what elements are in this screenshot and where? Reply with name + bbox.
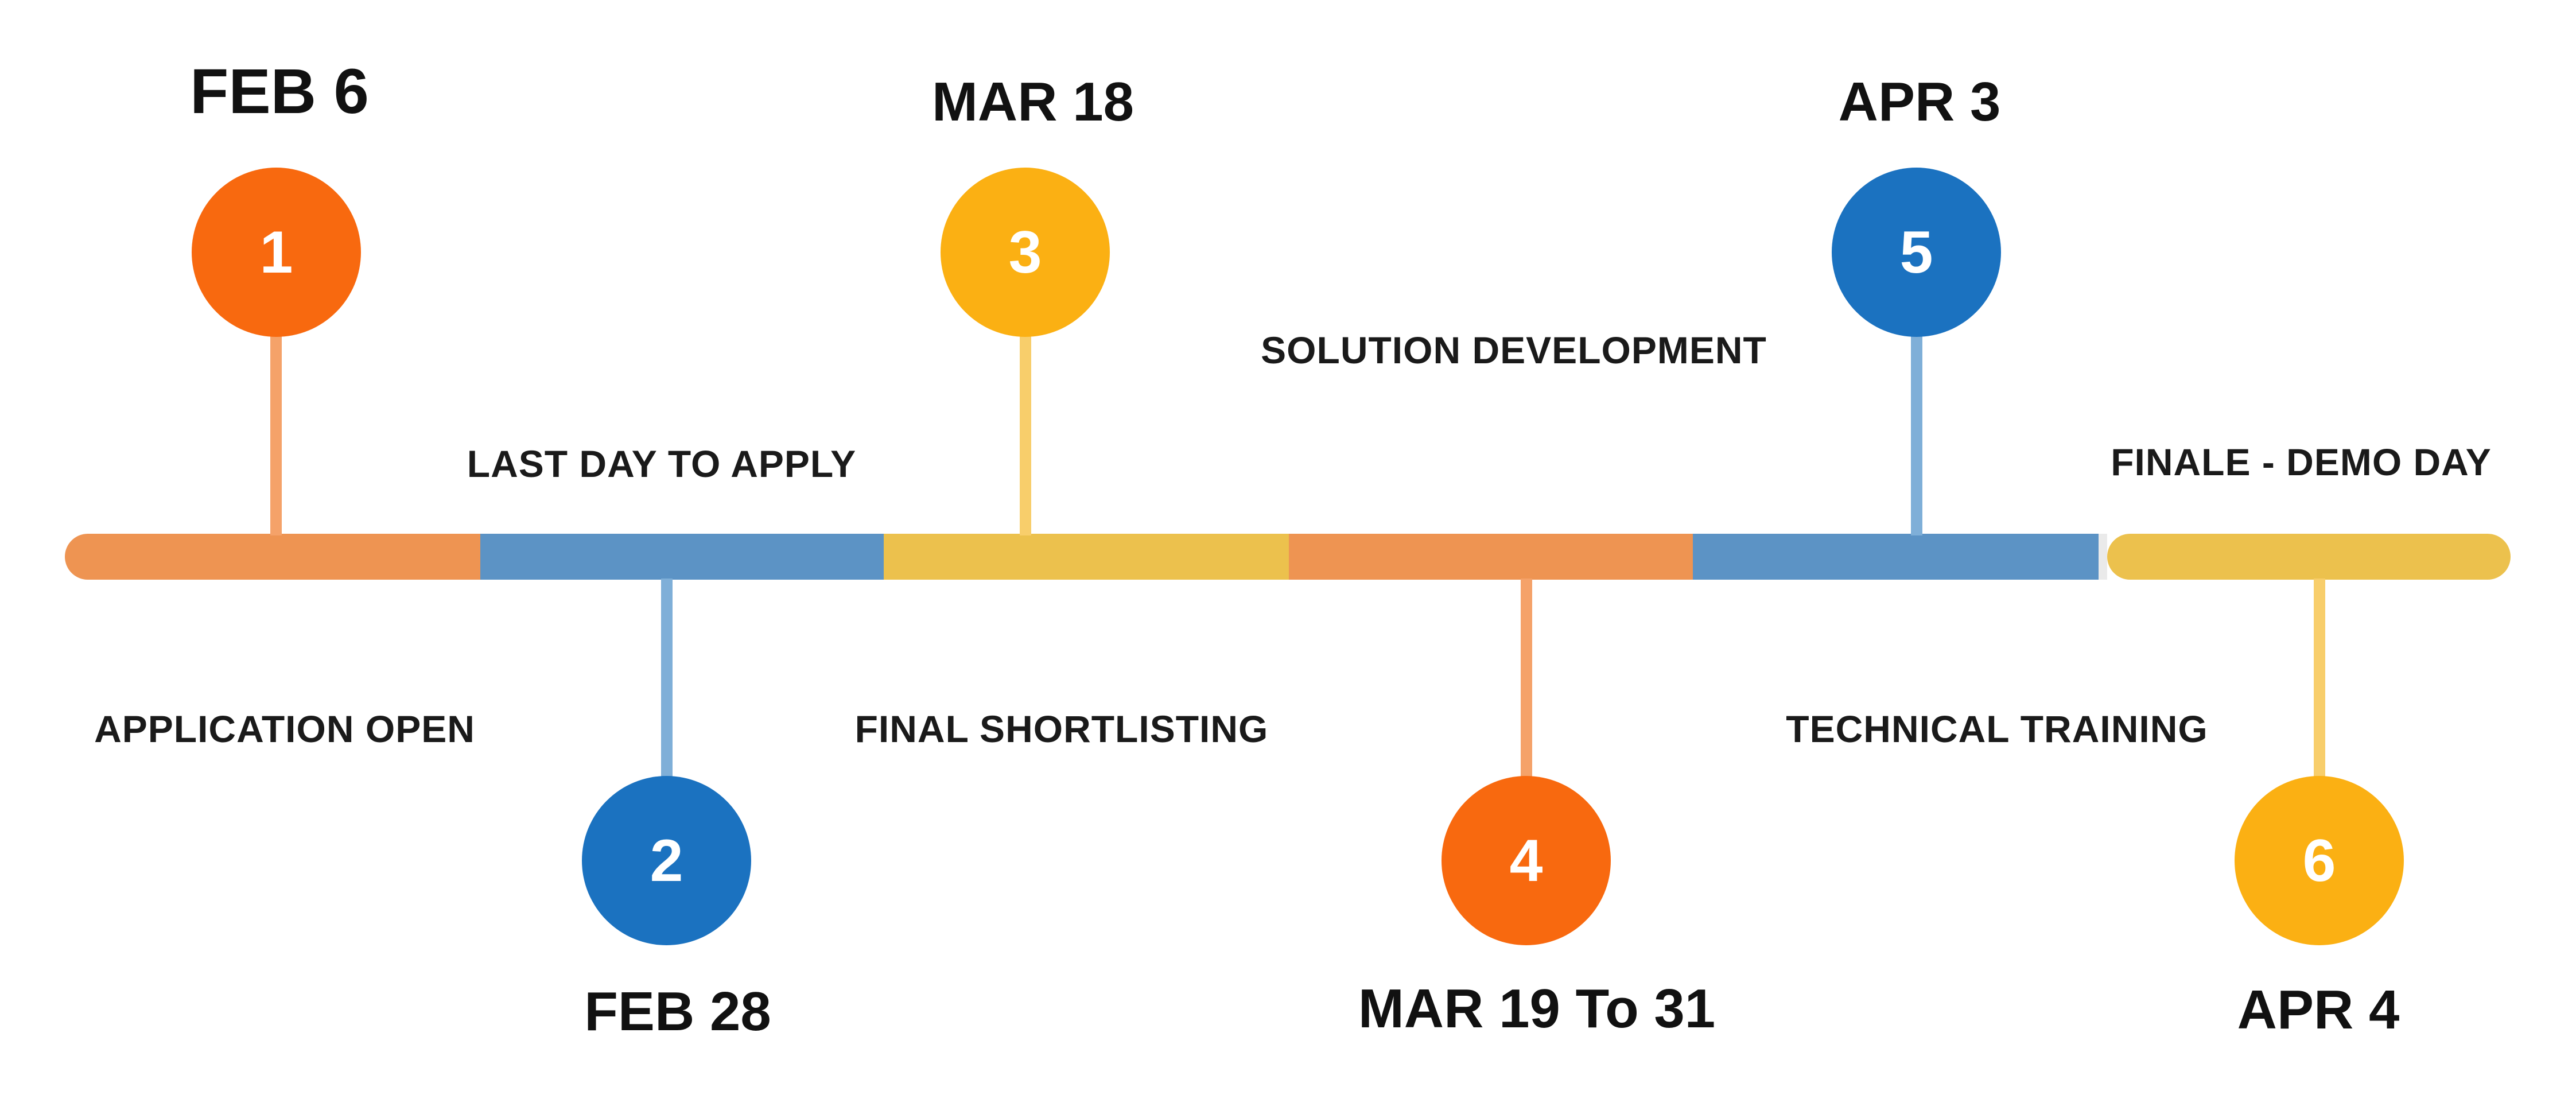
milestone-1-circle: 1 bbox=[192, 168, 361, 337]
milestone-4-circle: 4 bbox=[1442, 776, 1611, 945]
milestone-3-date: MAR 18 bbox=[931, 71, 1134, 133]
milestone-3-circle: 3 bbox=[941, 168, 1110, 337]
bar-segment-3 bbox=[884, 534, 1289, 580]
milestone-1-number: 1 bbox=[259, 219, 293, 286]
milestone-6-circle: 6 bbox=[2235, 776, 2404, 945]
milestone-4-number: 4 bbox=[1509, 827, 1543, 894]
milestone-5-label: TECHNICAL TRAINING bbox=[1786, 708, 2208, 750]
milestone-1-label: APPLICATION OPEN bbox=[94, 708, 475, 750]
milestone-6-label: FINALE - DEMO DAY bbox=[2111, 441, 2492, 483]
bar-segment-2 bbox=[480, 534, 884, 580]
bar-segment-5 bbox=[1693, 534, 2099, 580]
milestone-6-date: APR 4 bbox=[2237, 979, 2400, 1041]
milestone-5-number: 5 bbox=[1899, 219, 1933, 286]
milestone-6-number: 6 bbox=[2302, 827, 2336, 894]
milestone-4-label: SOLUTION DEVELOPMENT bbox=[1261, 329, 1767, 371]
milestone-3-number: 3 bbox=[1008, 219, 1042, 286]
timeline-bar bbox=[65, 534, 2099, 580]
milestone-5-circle: 5 bbox=[1832, 168, 2001, 337]
milestone-4-date: MAR 19 To 31 bbox=[1358, 978, 1716, 1039]
milestone-2-number: 2 bbox=[650, 827, 683, 894]
milestone-2-date: FEB 28 bbox=[584, 981, 771, 1042]
milestone-1-date: FEB 6 bbox=[190, 56, 369, 127]
bar-segment-4 bbox=[1289, 534, 1693, 580]
milestone-2-circle: 2 bbox=[582, 776, 751, 945]
bar-gap bbox=[2099, 534, 2107, 580]
bar-segment-6 bbox=[2107, 534, 2511, 580]
milestone-3-label: FINAL SHORTLISTING bbox=[854, 708, 1269, 750]
milestone-2-label: LAST DAY TO APPLY bbox=[467, 442, 857, 485]
milestone-5-date: APR 3 bbox=[1838, 71, 2001, 133]
bar-segment-1 bbox=[65, 534, 480, 580]
